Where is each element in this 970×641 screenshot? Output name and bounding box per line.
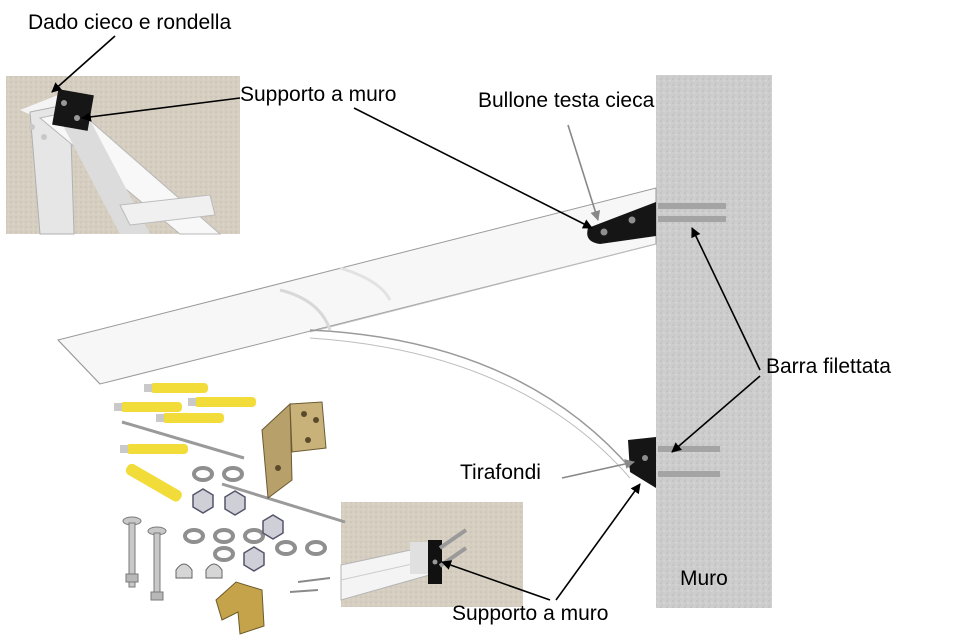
label-supporto-muro-top: Supporto a muro (240, 83, 397, 106)
white-beam (57, 187, 657, 385)
hardware-kit (114, 383, 346, 635)
loose-threaded-rod (221, 482, 346, 524)
label-muro: Muro (680, 567, 728, 590)
arrow-supporto-bottom (555, 483, 641, 601)
arrow-barra-top (691, 227, 761, 371)
inset-photo-bottom (340, 502, 523, 607)
wall-bracket-bottom (628, 437, 656, 488)
curved-strut (309, 329, 633, 471)
washers (183, 466, 327, 562)
angle-bracket (261, 401, 327, 499)
arrow-bullone (567, 124, 601, 221)
cap-nuts (175, 563, 223, 579)
wall-bracket-top (587, 202, 656, 244)
small-screws (289, 577, 331, 593)
label-dado-cieco: Dado cieco e rondella (28, 11, 232, 34)
label-tirafondi: Tirafondi (460, 461, 541, 484)
u-bracket (215, 581, 265, 635)
label-supporto-muro-bottom: Supporto a muro (452, 602, 609, 625)
threaded-rod-top (658, 203, 726, 222)
arrow-tirafondi (561, 459, 635, 479)
carriage-bolts (122, 516, 167, 601)
label-bullone-testa-cieca: Bullone testa cieca (478, 89, 655, 112)
arrow-barra-bottom (671, 375, 761, 453)
arrow-supporto-top-inset (81, 97, 241, 122)
arrow-dado-cieco (51, 35, 116, 93)
leader-lines (51, 35, 761, 601)
wall (656, 75, 772, 608)
hex-nuts (192, 488, 284, 572)
label-barra-filettata: Barra filettata (766, 355, 891, 378)
inset-photo-top (6, 76, 240, 235)
arrow-supporto-top (353, 107, 593, 229)
threaded-rod-bottom (658, 446, 720, 477)
anchor-plugs (114, 383, 256, 502)
loose-threaded-rod (121, 420, 245, 460)
arrow-supporto-bottom-inset (441, 560, 551, 601)
